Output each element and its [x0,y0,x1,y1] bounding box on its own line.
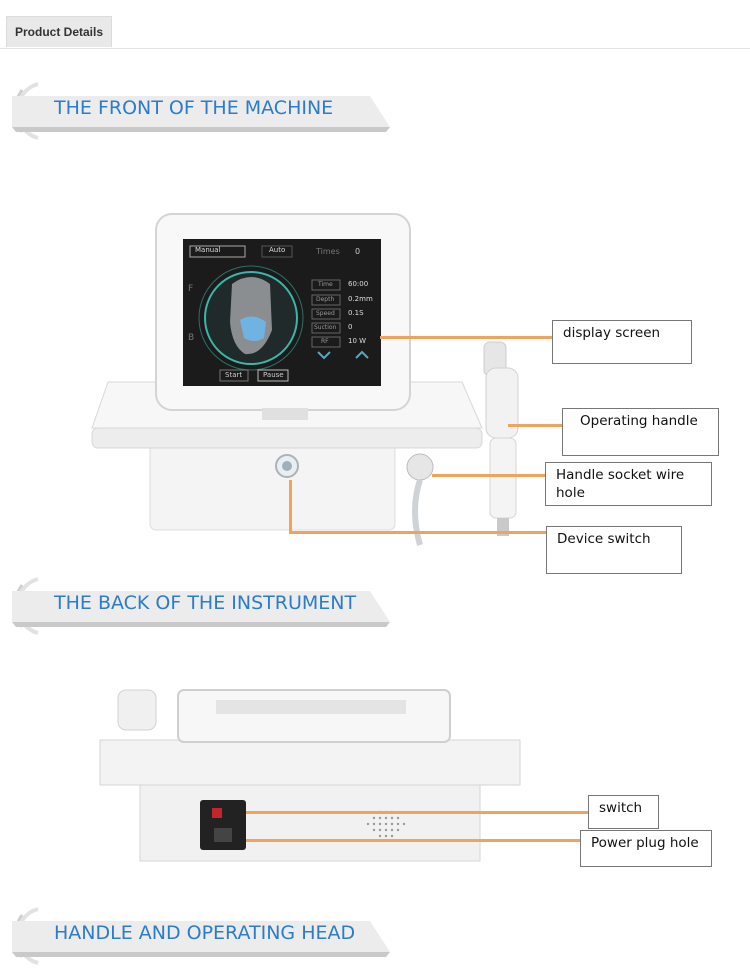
leader-line-socket [432,474,545,477]
leader-line-switch-vertical [289,480,292,533]
screen-param-suction-label: Suction [314,324,337,331]
leader-line-back-switch [246,811,590,814]
callout-handle-socket: Handle socket wire hole [545,462,712,506]
screen-param-rf-value: 10 W [348,337,367,345]
section-banner-front: THE FRONT OF THE MACHINE [8,80,393,140]
section-title-handle: HANDLE AND OPERATING HEAD [54,922,356,944]
screen-param-time-label: Time [318,281,333,288]
section-title-front: THE FRONT OF THE MACHINE [54,97,334,119]
banner-ribbon-graphic [12,907,390,965]
tab-product-details[interactable]: Product Details [6,16,112,47]
screen-times-value: 0 [355,247,361,256]
screen-param-time-value: 60:00 [348,280,369,288]
screen-manual-label: Manual [195,246,221,254]
screen-param-depth-value: 0.2mm [348,295,373,303]
tab-divider [0,48,750,49]
leader-line-handle [508,424,562,427]
leader-line-power-plug [246,839,580,842]
callout-device-switch: Device switch [546,526,682,574]
leader-line-display [380,336,552,339]
leader-line-switch [289,531,546,534]
screen-param-rf-label: RF [321,338,329,345]
screen-start-button: Start [225,371,243,379]
screen-pause-button: Pause [263,371,284,379]
screen-side-b: B [188,333,195,343]
section-banner-handle: HANDLE AND OPERATING HEAD [8,905,393,965]
speaker-grille [366,810,406,838]
banner-ribbon-graphic [12,577,390,635]
section-banner-back: THE BACK OF THE INSTRUMENT [8,575,393,635]
callout-operating-handle: Operating handle [562,408,719,456]
screen-param-suction-value: 0 [348,323,353,331]
screen-side-f: F [188,284,194,294]
screen-param-speed-label: Speed [316,310,335,317]
screen-auto-label: Auto [269,246,286,254]
banner-ribbon-graphic [12,82,390,140]
callout-back-switch: switch [588,795,659,829]
screen-param-depth-label: Depth [316,296,335,303]
callout-power-plug-hole: Power plug hole [580,830,712,867]
callout-display-screen: display screen [552,320,692,364]
section-title-back: THE BACK OF THE INSTRUMENT [54,592,357,614]
screen-times-label: Times [316,247,340,256]
screen-param-speed-value: 0.1S [348,309,364,317]
